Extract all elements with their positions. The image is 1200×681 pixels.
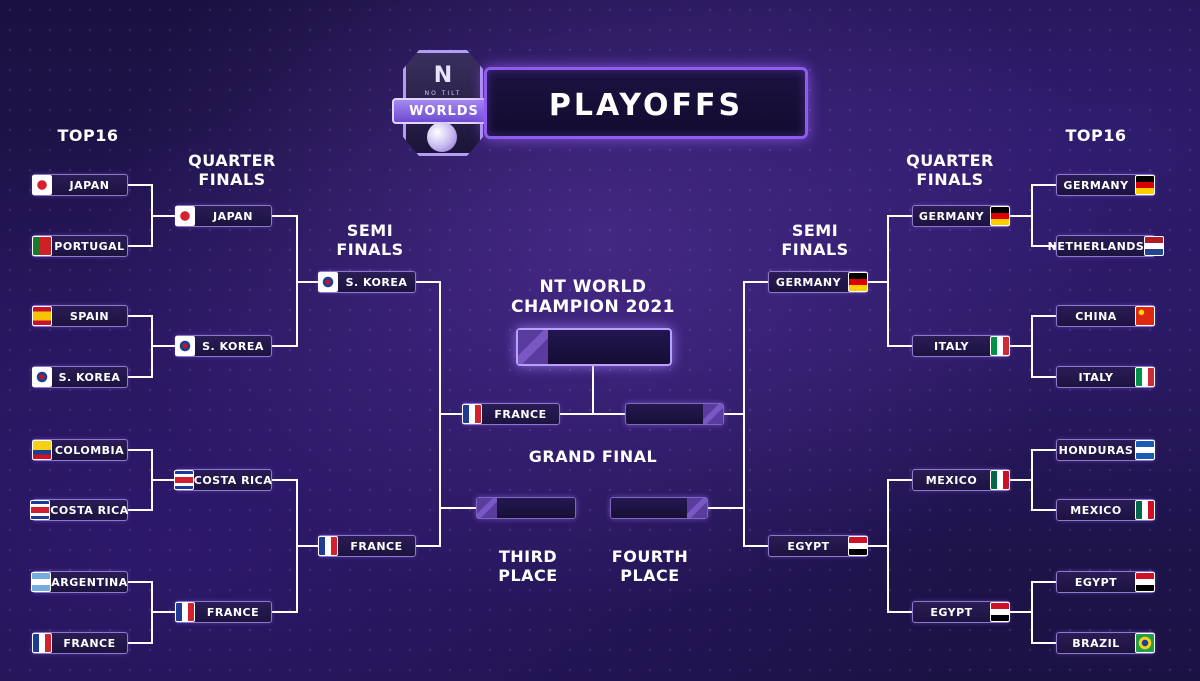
- italy-flag-icon: [990, 336, 1010, 356]
- heading-top16-left: TOP16: [57, 126, 119, 145]
- heading-fourth-place: FOURTH PLACE: [611, 547, 689, 585]
- spain-flag-icon: [32, 306, 52, 326]
- portugal-flag-icon: [32, 236, 52, 256]
- argentina-flag-icon: [31, 572, 52, 592]
- japan-flag-icon: [32, 175, 52, 195]
- left-top16-slot: ARGENTINA: [31, 571, 128, 593]
- china-flag-icon: [1135, 306, 1155, 326]
- left-quarter-slot: FRANCE: [175, 601, 272, 623]
- logo-brand-text: NO TILT: [424, 90, 462, 97]
- south-korea-flag-icon: [175, 336, 195, 356]
- right-top16-slot: ITALY: [1056, 366, 1155, 388]
- right-top16-slot: MEXICO: [1056, 499, 1155, 521]
- germany-flag-icon: [848, 272, 868, 292]
- colombia-flag-icon: [32, 440, 52, 460]
- left-top16-slot: FRANCE: [32, 632, 128, 654]
- france-flag-icon: [318, 536, 338, 556]
- brazil-flag-icon: [1135, 633, 1155, 653]
- costa-rica-flag-icon: [173, 470, 194, 490]
- right-top16-slot: GERMANY: [1056, 174, 1155, 196]
- third-place-slot: [476, 497, 576, 519]
- nt-monogram-icon: N: [433, 63, 453, 88]
- right-quarter-slot: EGYPT: [912, 601, 1010, 623]
- left-top16-slot: PORTUGAL: [32, 235, 128, 257]
- heading-semi-right: SEMI FINALS: [781, 221, 849, 259]
- honduras-flag-icon: [1135, 440, 1155, 460]
- ball-icon: [427, 122, 457, 152]
- japan-flag-icon: [175, 206, 195, 226]
- italy-flag-icon: [1135, 367, 1155, 387]
- grand-final-left-slot: FRANCE: [462, 403, 560, 425]
- left-top16-slot: SPAIN: [32, 305, 128, 327]
- heading-grand-final: GRAND FINAL: [528, 447, 658, 466]
- egypt-flag-icon: [848, 536, 868, 556]
- logo-worlds-banner: WORLDS: [392, 98, 496, 124]
- costa-rica-flag-icon: [30, 500, 51, 520]
- heading-third-place: THIRD PLACE: [498, 547, 558, 585]
- right-top16-slot: EGYPT: [1056, 571, 1155, 593]
- left-semi-slot: S. KOREA: [318, 271, 416, 293]
- left-quarter-slot: S. KOREA: [175, 335, 272, 357]
- egypt-flag-icon: [1135, 572, 1155, 592]
- left-quarter-slot: JAPAN: [175, 205, 272, 227]
- heading-champion: NT WORLD CHAMPION 2021: [511, 277, 675, 317]
- right-top16-slot: BRAZIL: [1056, 632, 1155, 654]
- right-semi-slot: EGYPT: [768, 535, 868, 557]
- heading-quarter-left: QUARTER FINALS: [188, 151, 276, 189]
- fourth-place-slot: [610, 497, 708, 519]
- right-top16-slot: HONDURAS: [1056, 439, 1155, 461]
- left-quarter-slot: COSTA RICA: [173, 469, 272, 491]
- grand-final-right-slot: [625, 403, 724, 425]
- germany-flag-icon: [1135, 175, 1155, 195]
- left-top16-slot: S. KOREA: [32, 366, 128, 388]
- left-semi-slot: FRANCE: [318, 535, 416, 557]
- france-flag-icon: [462, 404, 482, 424]
- netherlands-flag-icon: [1144, 236, 1165, 256]
- left-top16-slot: COSTA RICA: [30, 499, 128, 521]
- right-quarter-slot: ITALY: [912, 335, 1010, 357]
- mexico-flag-icon: [990, 470, 1010, 490]
- heading-semi-left: SEMI FINALS: [336, 221, 404, 259]
- title-panel: PLAYOFFS: [484, 67, 808, 139]
- right-top16-slot: NETHERLANDS: [1048, 235, 1165, 257]
- right-semi-slot: GERMANY: [768, 271, 868, 293]
- germany-flag-icon: [990, 206, 1010, 226]
- egypt-flag-icon: [990, 602, 1010, 622]
- south-korea-flag-icon: [32, 367, 52, 387]
- left-top16-slot: COLOMBIA: [32, 439, 128, 461]
- right-quarter-slot: MEXICO: [912, 469, 1010, 491]
- page-title: PLAYOFFS: [548, 88, 744, 123]
- heading-top16-right: TOP16: [1065, 126, 1127, 145]
- right-quarter-slot: GERMANY: [912, 205, 1010, 227]
- left-top16-slot: JAPAN: [32, 174, 128, 196]
- france-flag-icon: [175, 602, 195, 622]
- right-top16-slot: CHINA: [1056, 305, 1155, 327]
- mexico-flag-icon: [1135, 500, 1155, 520]
- heading-quarter-right: QUARTER FINALS: [906, 151, 994, 189]
- champion-slot: [516, 328, 672, 366]
- france-flag-icon: [32, 633, 52, 653]
- south-korea-flag-icon: [318, 272, 338, 292]
